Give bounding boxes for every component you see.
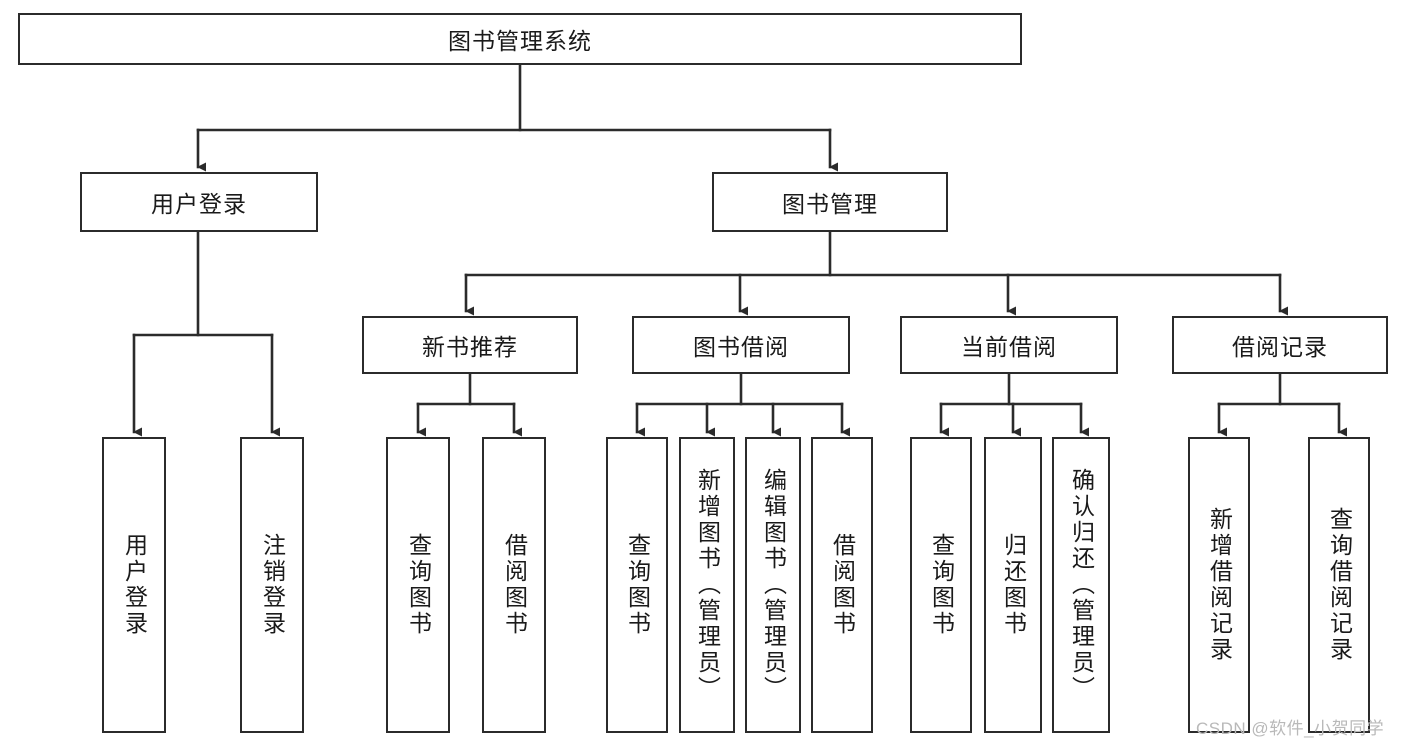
leaf-query-book-current-label: 查询图书 — [928, 533, 955, 637]
leaf-query-book-borrow[interactable]: 查询图书 — [606, 437, 668, 733]
leaf-borrow-book-recommend[interactable]: 借阅图书 — [482, 437, 546, 733]
leaf-logout[interactable]: 注销登录 — [240, 437, 304, 733]
node-new-book-recommend[interactable]: 新书推荐 — [362, 316, 578, 374]
leaf-confirm-return-admin-label: 确认归还（管理员） — [1068, 468, 1095, 702]
leaf-add-book-admin-label: 新增图书（管理员） — [694, 468, 721, 702]
leaf-add-borrow-record[interactable]: 新增借阅记录 — [1188, 437, 1250, 733]
leaf-return-book-label: 归还图书 — [1000, 533, 1027, 637]
leaf-logout-label: 注销登录 — [259, 533, 286, 637]
leaf-return-book[interactable]: 归还图书 — [984, 437, 1042, 733]
node-borrow-record[interactable]: 借阅记录 — [1172, 316, 1388, 374]
leaf-borrow-book-label: 借阅图书 — [829, 533, 856, 637]
node-user-login-label: 用户登录 — [151, 191, 247, 217]
leaf-query-borrow-record[interactable]: 查询借阅记录 — [1308, 437, 1370, 733]
node-book-borrow[interactable]: 图书借阅 — [632, 316, 850, 374]
leaf-edit-book-admin[interactable]: 编辑图书（管理员） — [745, 437, 801, 733]
leaf-query-book-recommend-label: 查询图书 — [405, 533, 432, 637]
node-root[interactable]: 图书管理系统 — [18, 13, 1022, 65]
leaf-query-book-current[interactable]: 查询图书 — [910, 437, 972, 733]
node-book-management[interactable]: 图书管理 — [712, 172, 948, 232]
leaf-user-login-label: 用户登录 — [121, 533, 148, 637]
leaf-query-book-recommend[interactable]: 查询图书 — [386, 437, 450, 733]
node-book-borrow-label: 图书借阅 — [693, 334, 789, 360]
leaf-add-book-admin[interactable]: 新增图书（管理员） — [679, 437, 735, 733]
node-user-login[interactable]: 用户登录 — [80, 172, 318, 232]
leaf-add-borrow-record-label: 新增借阅记录 — [1206, 507, 1233, 663]
node-book-management-label: 图书管理 — [782, 191, 878, 217]
node-current-borrow-label: 当前借阅 — [961, 334, 1057, 360]
leaf-query-borrow-record-label: 查询借阅记录 — [1326, 507, 1353, 663]
node-borrow-record-label: 借阅记录 — [1232, 334, 1328, 360]
csdn-watermark: CSDN @软件_小贺同学 — [1196, 719, 1385, 738]
leaf-query-book-borrow-label: 查询图书 — [624, 533, 651, 637]
leaf-borrow-book[interactable]: 借阅图书 — [811, 437, 873, 733]
leaf-edit-book-admin-label: 编辑图书（管理员） — [760, 468, 787, 702]
leaf-borrow-book-recommend-label: 借阅图书 — [501, 533, 528, 637]
node-current-borrow[interactable]: 当前借阅 — [900, 316, 1118, 374]
node-new-book-recommend-label: 新书推荐 — [422, 334, 518, 360]
leaf-user-login[interactable]: 用户登录 — [102, 437, 166, 733]
node-root-label: 图书管理系统 — [448, 28, 592, 54]
leaf-confirm-return-admin[interactable]: 确认归还（管理员） — [1052, 437, 1110, 733]
